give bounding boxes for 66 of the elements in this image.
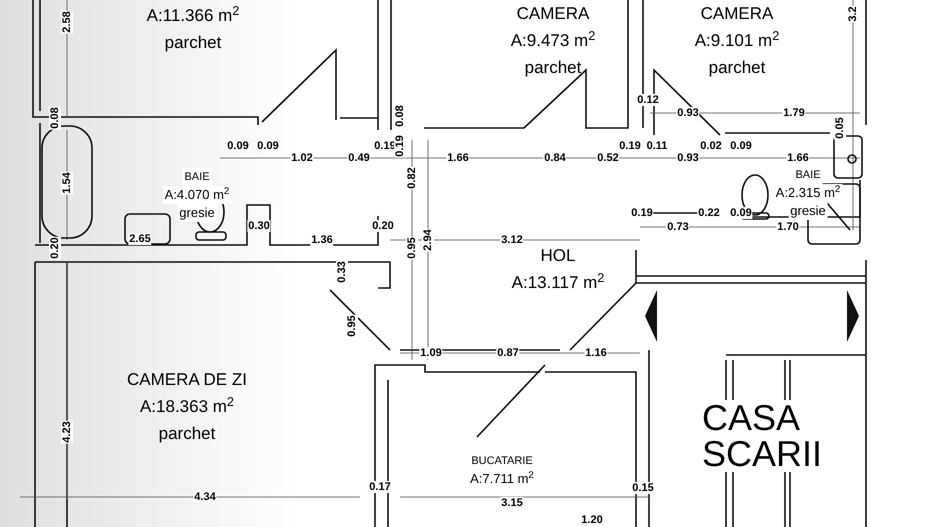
dimension-label: 3.12 — [500, 234, 524, 246]
dimension-label: 2.94 — [422, 228, 434, 252]
dimension-label: 0.52 — [596, 152, 620, 164]
dimension-label: 3.15 — [500, 497, 524, 509]
dimension-label: 3.2 — [847, 5, 859, 23]
dimension-label: 0.08 — [49, 106, 61, 130]
room-label: gresie — [788, 202, 828, 220]
dimension-label: 0.30 — [247, 220, 271, 232]
room-label: A:2.315 m$^{2}$ — [774, 184, 842, 202]
dimension-label: 0.93 — [676, 152, 700, 164]
dimension-label: 0.22 — [697, 207, 721, 219]
dimension-label: 0.19 — [618, 140, 642, 152]
room-name: BAIE — [182, 168, 212, 186]
room-label: A:13.117 m$^{2}$ — [512, 269, 604, 294]
dimension-label: 0.09 — [729, 207, 753, 219]
room-label: A:9.473 m$^{2}$ — [510, 27, 596, 52]
dimension-label: 0.09 — [256, 140, 280, 152]
room-name: CAMERA — [516, 3, 590, 25]
dimension-label: 0.15 — [631, 482, 655, 494]
dimension-label: 1.09 — [419, 347, 443, 359]
dimension-label: 4.34 — [193, 491, 217, 503]
room-label: parchet — [524, 57, 582, 79]
dimension-label: 0.02 — [699, 140, 723, 152]
room-label: A:4.070 m$^{2}$ — [162, 186, 232, 204]
dimension-label: 2.58 — [61, 10, 73, 34]
dimension-label: 0.05 — [834, 116, 846, 140]
dimension-label: 0.09 — [226, 140, 250, 152]
room-label: gresie — [177, 204, 217, 222]
room-label: A:9.101 m$^{2}$ — [694, 27, 780, 52]
room-name: HOL — [540, 245, 576, 267]
dimension-label: 2.65 — [128, 233, 152, 245]
dimension-label: 0.08 — [394, 104, 406, 128]
room-label: A:11.366 m$^{2}$ — [146, 2, 240, 27]
dimension-label: 1.66 — [446, 152, 470, 164]
dimension-label: 0.84 — [543, 152, 567, 164]
dimension-label: 1.20 — [580, 514, 604, 526]
dimension-label: 0.11 — [646, 140, 668, 152]
dimension-label: 0.12 — [636, 94, 660, 106]
room-name: CAMERA — [700, 3, 774, 25]
dimension-label: 0.73 — [666, 221, 690, 233]
dimension-label: 1.36 — [310, 234, 334, 246]
dimension-label: 1.70 — [776, 221, 800, 233]
dimension-label: 1.66 — [786, 152, 810, 164]
room-label: parchet — [164, 32, 222, 54]
dimension-label: 0.93 — [676, 107, 700, 119]
dimension-label: 0.95 — [406, 236, 418, 260]
room-label: parchet — [708, 57, 766, 79]
dimension-label: 0.19 — [394, 134, 406, 158]
dimension-label: 1.02 — [290, 152, 314, 164]
dimension-label: 0.17 — [368, 481, 392, 493]
dimension-label: 4.23 — [61, 420, 73, 444]
dimension-label: 0.09 — [729, 140, 753, 152]
dimension-label: 0.87 — [496, 347, 520, 359]
dimension-label: 0.20 — [49, 236, 61, 260]
dimension-label: 1.16 — [584, 347, 608, 359]
dimension-label: 0.20 — [371, 220, 395, 232]
dimension-label: 1.54 — [61, 171, 73, 195]
room-label: A:18.363 m$^{2}$ — [140, 393, 234, 418]
dimension-label: 1.79 — [782, 107, 806, 119]
dimension-label: 0.33 — [336, 260, 348, 284]
dimension-label: 0.95 — [346, 314, 358, 338]
dimension-label: 0.82 — [406, 166, 418, 190]
dimension-label: 0.49 — [347, 152, 371, 164]
dimension-label: 0.19 — [630, 207, 654, 219]
room-label: parchet — [158, 423, 216, 445]
room-name: CAMERA DE ZI — [127, 369, 247, 391]
